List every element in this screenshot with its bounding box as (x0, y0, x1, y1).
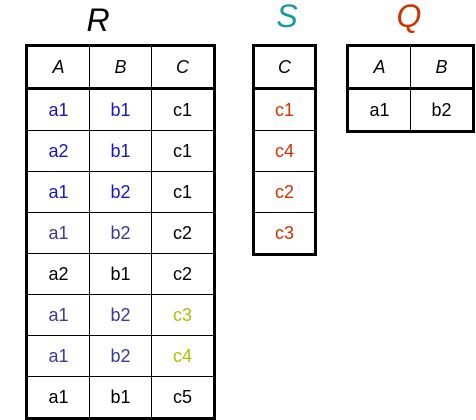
table-cell: b2 (89, 212, 152, 254)
table-cell: b1 (89, 253, 152, 295)
table-cell: c1 (253, 88, 316, 131)
table-cell: a1 (26, 376, 90, 419)
column-header-c: C (151, 45, 215, 90)
table-cell: a1 (347, 88, 411, 132)
table-cell: c2 (151, 253, 215, 295)
table-cell: c5 (151, 376, 215, 419)
table-cell: b2 (89, 294, 152, 336)
table-cell: a1 (26, 294, 90, 336)
table-row: c2 (253, 171, 316, 213)
column-header-c: C (253, 45, 316, 90)
column-header-a: A (26, 45, 90, 90)
table-cell: c4 (253, 130, 316, 172)
table-cell: b2 (410, 88, 474, 132)
table-cell: a1 (26, 212, 90, 254)
table-cell: a2 (26, 253, 90, 295)
table-cell: c2 (151, 212, 215, 254)
table-cell: c2 (253, 171, 316, 213)
table-cell: c3 (253, 212, 316, 255)
table-cell: c1 (151, 130, 215, 172)
table-cell: c3 (151, 294, 215, 336)
table-cell: b2 (89, 171, 152, 213)
table-row: c3 (253, 212, 316, 255)
table-cell: b1 (89, 376, 152, 419)
relation-r-title: R (86, 2, 110, 38)
table-cell: c4 (151, 335, 215, 377)
table-cell: c1 (151, 88, 215, 131)
table-cell: b1 (89, 88, 152, 131)
relation-s-title: S (276, 0, 298, 34)
column-header-a: A (347, 45, 411, 90)
header-row: C (253, 45, 316, 90)
table-row: c4 (253, 130, 316, 172)
table-cell: c1 (151, 171, 215, 213)
table-cell: a2 (26, 130, 90, 172)
table-cell: b1 (89, 130, 152, 172)
column-header-b: B (410, 45, 474, 90)
table-cell: a1 (26, 171, 90, 213)
table-cell: a1 (26, 88, 90, 131)
relation-q-title: Q (396, 0, 422, 34)
table-row: c1 (253, 88, 316, 131)
table-cell: a1 (26, 335, 90, 377)
column-header-b: B (89, 45, 152, 90)
table-cell: b2 (89, 335, 152, 377)
